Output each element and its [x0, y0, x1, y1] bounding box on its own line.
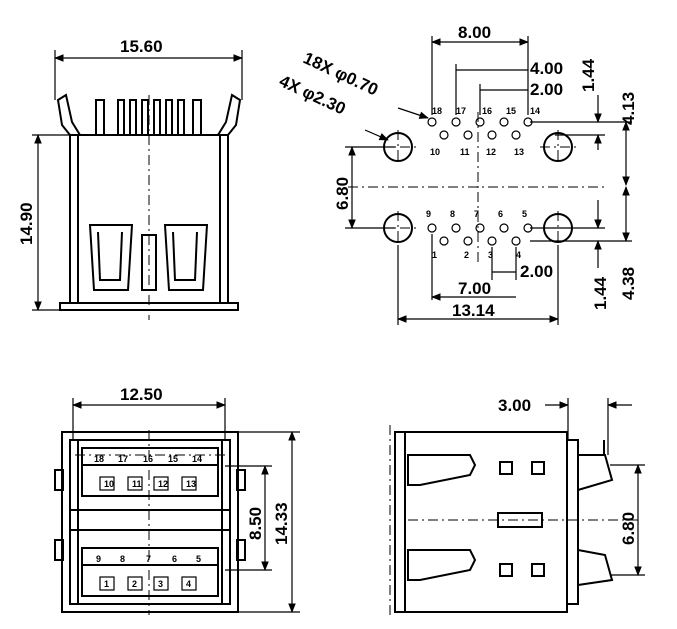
- pin-label-18: 18: [432, 106, 442, 116]
- pcb-2-00-top-dim: 2.00: [530, 80, 563, 99]
- pin-label-5: 5: [522, 209, 527, 219]
- side-6-80-dim: 6.80: [619, 512, 638, 545]
- rear-bottom-label-8: 8: [120, 554, 125, 564]
- pin-label-6: 6: [498, 209, 503, 219]
- rear-8-50-dim: 8.50: [246, 507, 265, 540]
- rear-view: 12.50 18 17 16 15 14 10 11: [54, 385, 300, 615]
- pcb-6-80-dim: 6.80: [333, 177, 352, 210]
- rear-bottom-box-3: 3: [158, 579, 163, 589]
- pin-label-2: 2: [464, 250, 469, 260]
- rear-bottom-label-6: 6: [172, 554, 177, 564]
- rear-top-box-10: 10: [104, 479, 114, 489]
- pcb-13-14-dim: 13.14: [452, 301, 495, 320]
- pin-label-17: 17: [456, 106, 466, 116]
- rear-width-dim: 12.50: [120, 385, 163, 404]
- front-view: 15.60 14.90: [17, 37, 243, 320]
- pcb-4-00-dim: 4.00: [530, 59, 563, 78]
- front-height-dim: 14.90: [17, 202, 36, 245]
- pin-label-14: 14: [530, 106, 540, 116]
- rear-top-label-18: 18: [94, 454, 104, 464]
- rear-top-label-14: 14: [192, 454, 202, 464]
- pcb-2-00-bottom-dim: 2.00: [520, 262, 553, 281]
- pcb-1-44-bottom-dim: 1.44: [591, 276, 610, 310]
- pcb-8-00-dim: 8.00: [458, 23, 491, 42]
- pin-label-4: 4: [516, 250, 521, 260]
- rear-top-label-17: 17: [118, 454, 128, 464]
- rear-bottom-label-5: 5: [196, 554, 201, 564]
- pin-label-3: 3: [488, 250, 493, 260]
- rear-bottom-box-1: 1: [104, 579, 109, 589]
- pin-label-11: 11: [460, 147, 470, 157]
- pin-label-9: 9: [426, 209, 431, 219]
- rear-top-label-16: 16: [143, 454, 153, 464]
- rear-14-33-dim: 14.33: [272, 502, 291, 545]
- pin-label-15: 15: [506, 106, 516, 116]
- rear-top-box-11: 11: [132, 479, 142, 489]
- side-view: 3.00 6.80: [389, 396, 645, 615]
- rear-top-label-15: 15: [168, 454, 178, 464]
- rear-top-box-12: 12: [158, 479, 168, 489]
- pin-label-12: 12: [486, 147, 496, 157]
- side-3-00-dim: 3.00: [498, 396, 531, 415]
- pcb-4-13-dim: 4.13: [619, 92, 638, 125]
- pin-label-8: 8: [450, 209, 455, 219]
- rear-bottom-label-7: 7: [146, 554, 151, 564]
- rear-top-box-13: 13: [186, 479, 196, 489]
- pin-label-7: 7: [474, 209, 479, 219]
- rear-bottom-box-2: 2: [132, 579, 137, 589]
- pcb-layout-view: 8.00 4.00 2.00 18X φ0.70 4X φ2.30 1.44 4…: [276, 23, 638, 325]
- pin-label-16: 16: [482, 106, 492, 116]
- pin-label-13: 13: [514, 147, 524, 157]
- pcb-7-00-dim: 7.00: [458, 279, 491, 298]
- pin-label-10: 10: [430, 147, 440, 157]
- pcb-4-38-dim: 4.38: [619, 267, 638, 300]
- front-width-dim: 15.60: [120, 37, 163, 56]
- pin-label-1: 1: [432, 250, 437, 260]
- pcb-1-44-top-dim: 1.44: [579, 58, 598, 92]
- rear-bottom-label-9: 9: [96, 554, 101, 564]
- rear-bottom-box-4: 4: [186, 579, 191, 589]
